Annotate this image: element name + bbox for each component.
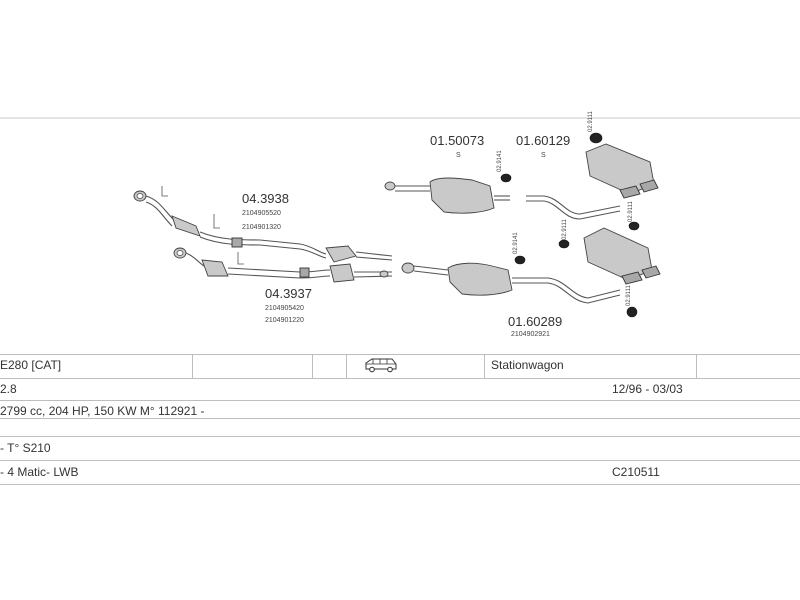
part-number-label: 01.60129 [516,133,570,148]
engine-cell: 2.8 [0,382,17,396]
table-col-divider [696,354,697,378]
table-divider [0,460,800,461]
table-divider [0,484,800,485]
clip-label: 02.9141 [513,232,519,254]
model-cell: E280 [CAT] [0,358,62,372]
part-number-label: 04.3937 [265,286,312,301]
clip-icon [628,221,640,231]
part-number-label: 01.60289 [508,314,562,329]
table-col-divider [346,354,347,378]
clip-label: 02.9141 [497,150,503,172]
table-col-divider [484,354,485,378]
table-divider [0,400,800,401]
clip-icon [589,132,603,144]
front-pipe-lower [173,247,393,283]
front-pipe-upper [133,190,393,263]
clip-icon [500,173,512,183]
center-silencer-upper [384,177,510,214]
clip-label: 02.9111 [562,219,568,240]
part-ref-label: 2104905420 [265,305,304,312]
part-sub-label: S [456,152,461,159]
table-divider [0,354,800,355]
part-ref-label: 2104901320 [242,224,281,231]
part-ref-label: 2104902921 [511,331,550,338]
table-col-divider [192,354,193,378]
body-type-cell: Stationwagon [491,358,564,372]
part-number-label: 01.50073 [430,133,484,148]
clip-label: 02.9111 [626,285,632,306]
table-divider [0,418,800,419]
clip-icon [514,255,526,265]
code-cell: C210511 [612,465,660,479]
table-divider [0,436,800,437]
hanger-3 [237,252,244,265]
type-cell: - T° S210 [0,441,51,455]
rear-silencer-upper [526,143,659,220]
table-col-divider [312,354,313,378]
clip-icon [626,306,638,318]
part-ref-label: 2104905520 [242,210,281,217]
clip-label: 02.9111 [588,111,594,132]
table-divider [0,378,800,379]
clip-icon [558,239,570,249]
date-range-cell: 12/96 - 03/03 [612,382,683,396]
center-silencer-lower [401,262,621,304]
rear-silencer-lower [583,227,661,285]
variant-cell: - 4 Matic- LWB [0,465,79,479]
part-number-label: 04.3938 [242,191,289,206]
hanger-2 [213,214,220,229]
part-ref-label: 2104901220 [265,317,304,324]
specs-cell: 2799 cc, 204 HP, 150 KW M° 112921 - [0,404,205,418]
clip-label: 02.9111 [628,201,634,222]
station-wagon-icon [364,357,398,376]
hanger-1 [161,186,168,197]
part-sub-label: S [541,152,546,159]
